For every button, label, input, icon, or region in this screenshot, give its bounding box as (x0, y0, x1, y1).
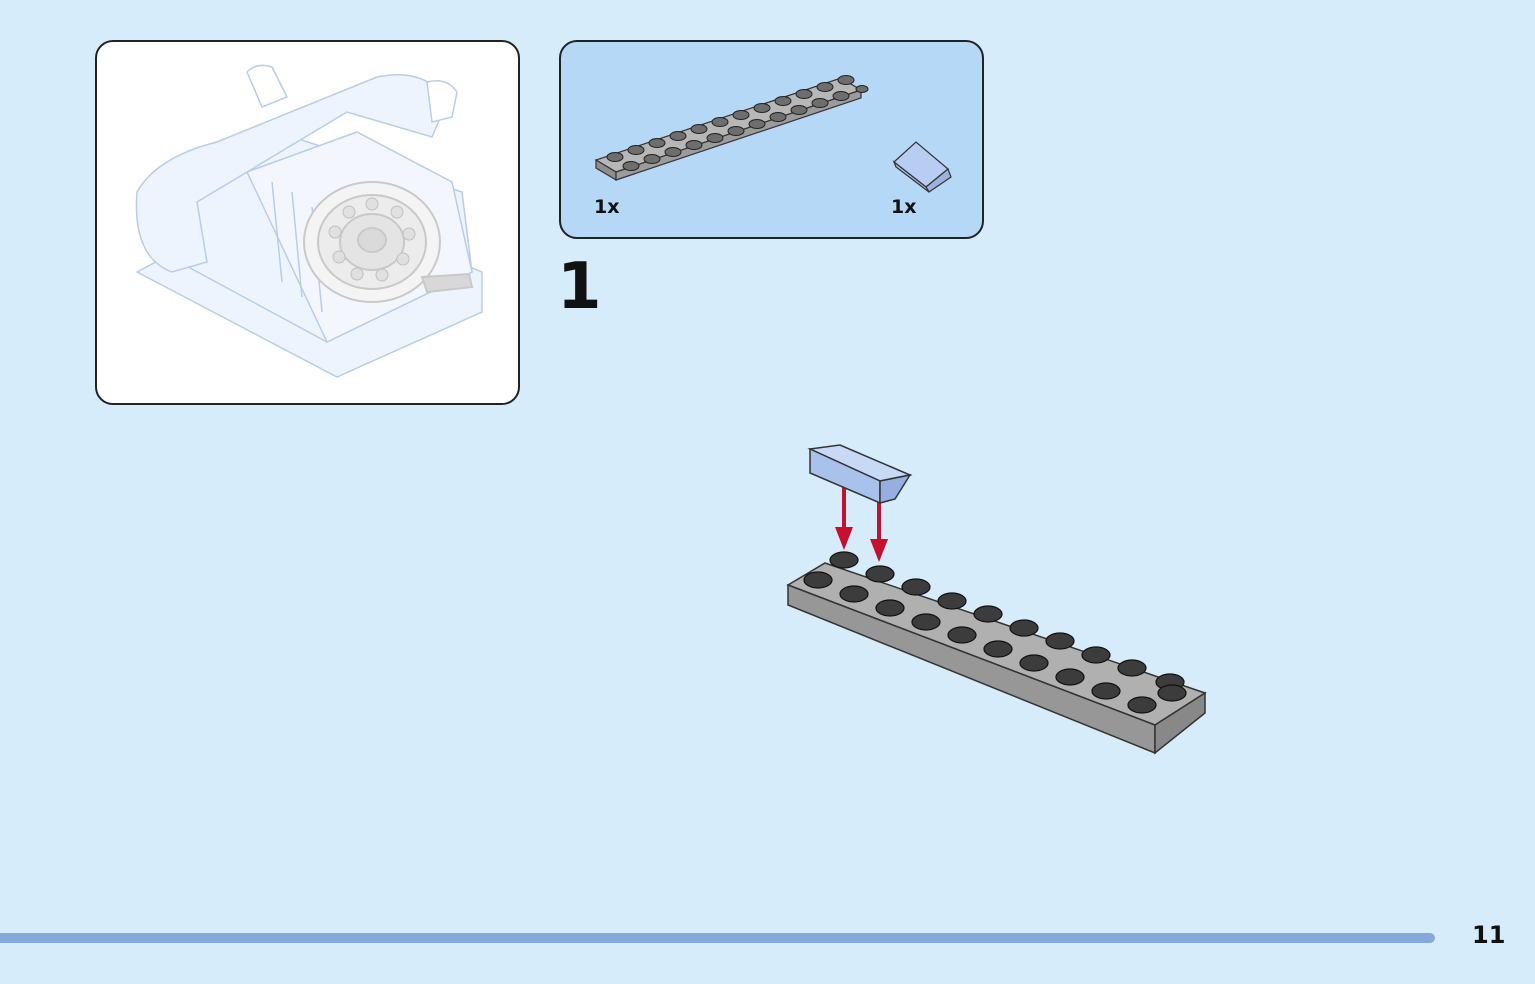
build-step-illustration (786, 444, 1207, 755)
plate-quantity: 1x (594, 196, 620, 218)
slope-quantity: 1x (891, 196, 917, 218)
progress-bar (0, 933, 1435, 943)
step-number: 1 (557, 250, 602, 324)
parts-list-panel: 1x 1x (559, 40, 984, 239)
page-number: 11 (1472, 921, 1506, 949)
telephone-model-icon (135, 64, 483, 378)
gray-plate-2x12-icon (594, 75, 869, 182)
light-blue-slope-icon (892, 141, 952, 193)
final-model-preview-panel (95, 40, 520, 405)
